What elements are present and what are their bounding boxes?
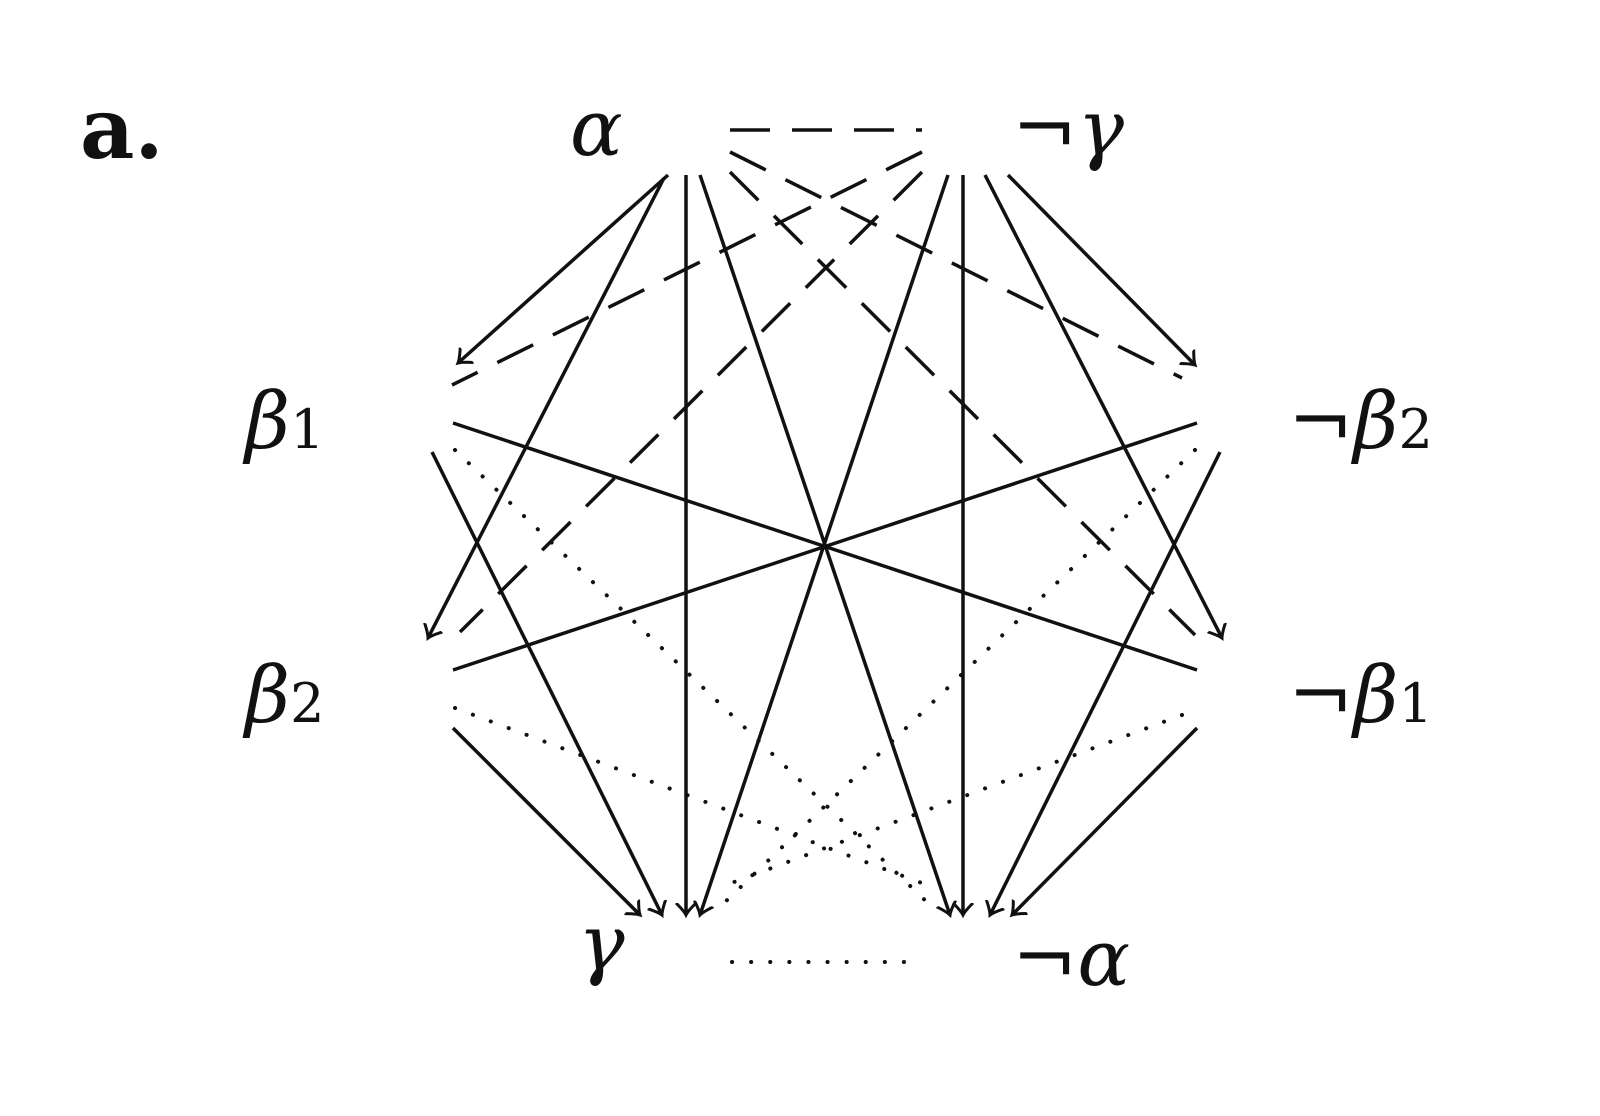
node-gamma: γ bbox=[578, 899, 625, 989]
node-not-beta2: ¬β2 bbox=[1288, 377, 1433, 467]
node-not-beta1: ¬β1 bbox=[1288, 651, 1433, 741]
solid-edges bbox=[428, 173, 1222, 915]
dashed-not-gamma-beta1 bbox=[451, 150, 923, 387]
edge-not-gamma-not-beta2 bbox=[1006, 173, 1195, 365]
dotted-beta2-not-alpha bbox=[453, 706, 937, 890]
edge-beta1-gamma bbox=[430, 451, 662, 915]
node-not-gamma: ¬γ bbox=[1012, 84, 1124, 174]
edge-alpha-beta1 bbox=[458, 173, 670, 363]
node-not-alpha: ¬α bbox=[1012, 914, 1130, 1004]
dashed-edges bbox=[451, 128, 1197, 637]
dashed-alpha-not-beta2 bbox=[729, 150, 1183, 380]
panel-label: a. bbox=[80, 79, 164, 178]
edge-alpha-beta2 bbox=[428, 177, 666, 638]
dotted-not-beta1-gamma bbox=[716, 713, 1184, 890]
edge-beta2-gamma bbox=[451, 726, 640, 915]
dashed-not-gamma-beta2 bbox=[458, 170, 924, 634]
dotted-not-beta2-gamma bbox=[720, 448, 1197, 907]
edge-not-beta2-beta2 bbox=[452, 421, 1198, 672]
edge-not-gamma-not-beta1 bbox=[983, 174, 1222, 638]
dotted-edges bbox=[453, 448, 1197, 964]
edge-not-beta2-not-alpha bbox=[990, 451, 1222, 915]
edge-not-beta1-not-alpha bbox=[1012, 726, 1199, 915]
node-beta2: β2 bbox=[242, 651, 324, 741]
node-alpha: α bbox=[570, 84, 623, 174]
node-beta1: β1 bbox=[242, 377, 324, 467]
dashed-alpha-not-beta1 bbox=[728, 170, 1197, 637]
